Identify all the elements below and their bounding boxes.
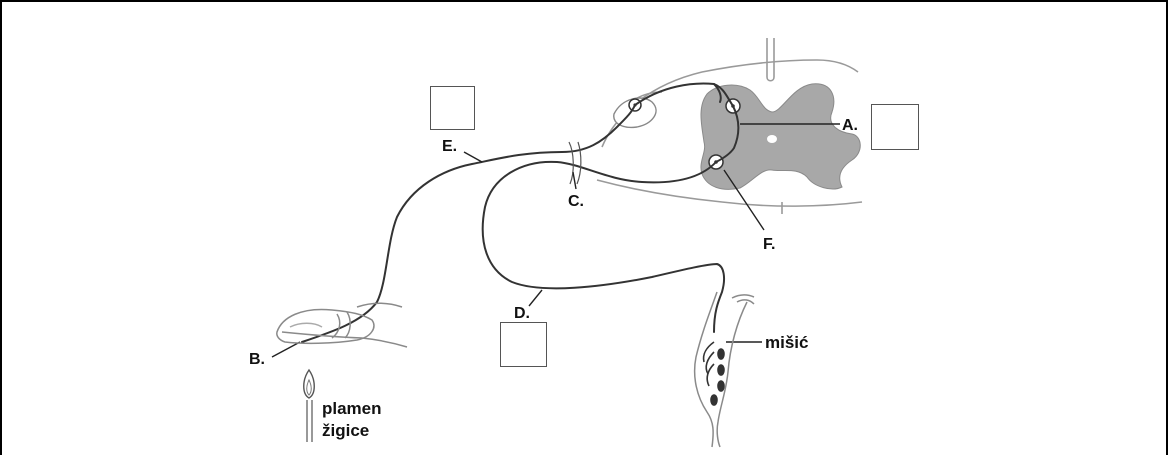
label-c: C.: [568, 194, 584, 210]
sensory-neuron-path: [302, 105, 635, 342]
label-zigice: žigice: [322, 422, 369, 439]
leader-e: [464, 152, 482, 162]
label-f: F.: [763, 237, 775, 253]
finger-drawing: [277, 303, 407, 347]
label-misic: mišić: [765, 334, 808, 351]
answer-box-a[interactable]: [871, 104, 919, 150]
leader-d: [529, 290, 542, 306]
label-plamen: plamen: [322, 400, 382, 417]
root-sheath: [569, 142, 581, 184]
motor-endplates: [704, 342, 724, 405]
answer-box-d[interactable]: [500, 322, 547, 367]
label-d: D.: [514, 306, 530, 322]
match-drawing: [304, 370, 315, 442]
leader-c: [573, 172, 576, 189]
central-canal: [767, 135, 777, 143]
label-a: A.: [842, 118, 858, 134]
gray-matter: [701, 84, 860, 190]
leader-b: [272, 342, 300, 357]
label-e: E.: [442, 139, 457, 155]
label-b: B.: [249, 352, 265, 368]
answer-box-e[interactable]: [430, 86, 475, 130]
